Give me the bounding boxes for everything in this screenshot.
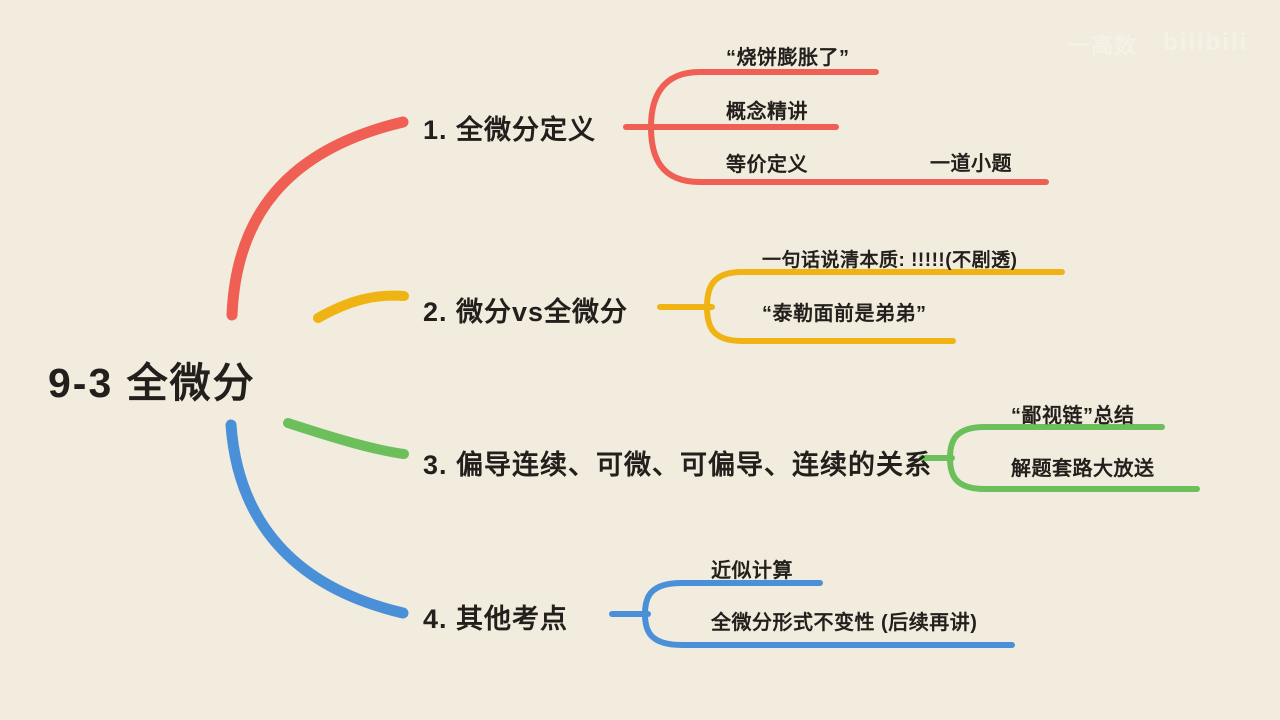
branch-3-leaf-1[interactable]: “鄙视链”总结: [1011, 405, 1135, 427]
root-branch-3-curve: [283, 418, 409, 459]
branch-1-leaf-4[interactable]: 一道小题: [930, 153, 1012, 175]
branch-3-leaf-2[interactable]: 解题套路大放送: [1011, 458, 1155, 480]
branch-2-fork-upper: [704, 269, 1065, 310]
branch-title-4[interactable]: 4. 其他考点: [423, 604, 569, 634]
branch-title-2[interactable]: 2. 微分vs全微分: [423, 297, 629, 327]
branch-1-leaf-2[interactable]: 概念精讲: [726, 101, 808, 123]
branch-3-fork-lower: [947, 455, 1200, 492]
branch-4-leaf-1[interactable]: 近似计算: [711, 560, 793, 582]
branch-1-fork-lower: [648, 124, 1049, 185]
branch-title-3[interactable]: 3. 偏导连续、可微、可偏导、连续的关系: [423, 450, 933, 480]
branch-2-leaf-2[interactable]: “泰勒面前是弟弟”: [762, 303, 927, 325]
branch-1-leaf-1[interactable]: “烧饼膨胀了”: [726, 47, 850, 69]
branch-title-1[interactable]: 1. 全微分定义: [423, 115, 597, 145]
root-branch-1-curve: [226, 116, 409, 321]
root-branch-4-curve: [225, 419, 409, 619]
branch-4-fork-upper: [642, 580, 823, 617]
branch-2-leaf-1[interactable]: 一句话说清本质: !!!!!(不剧透): [762, 250, 1018, 271]
branch-1-fork-upper: [648, 69, 879, 130]
root-node-label[interactable]: 9-3 全微分: [48, 360, 256, 406]
branch-4-leaf-2[interactable]: 全微分形式不变性 (后续再讲): [711, 612, 978, 634]
branch-1-leaf-3[interactable]: 等价定义: [726, 154, 808, 176]
root-branch-2-curve: [313, 290, 409, 323]
branch-2-fork-lower: [704, 304, 956, 344]
branch-3-fork-upper: [947, 424, 1165, 461]
branch-4-fork-lower: [642, 611, 1015, 648]
